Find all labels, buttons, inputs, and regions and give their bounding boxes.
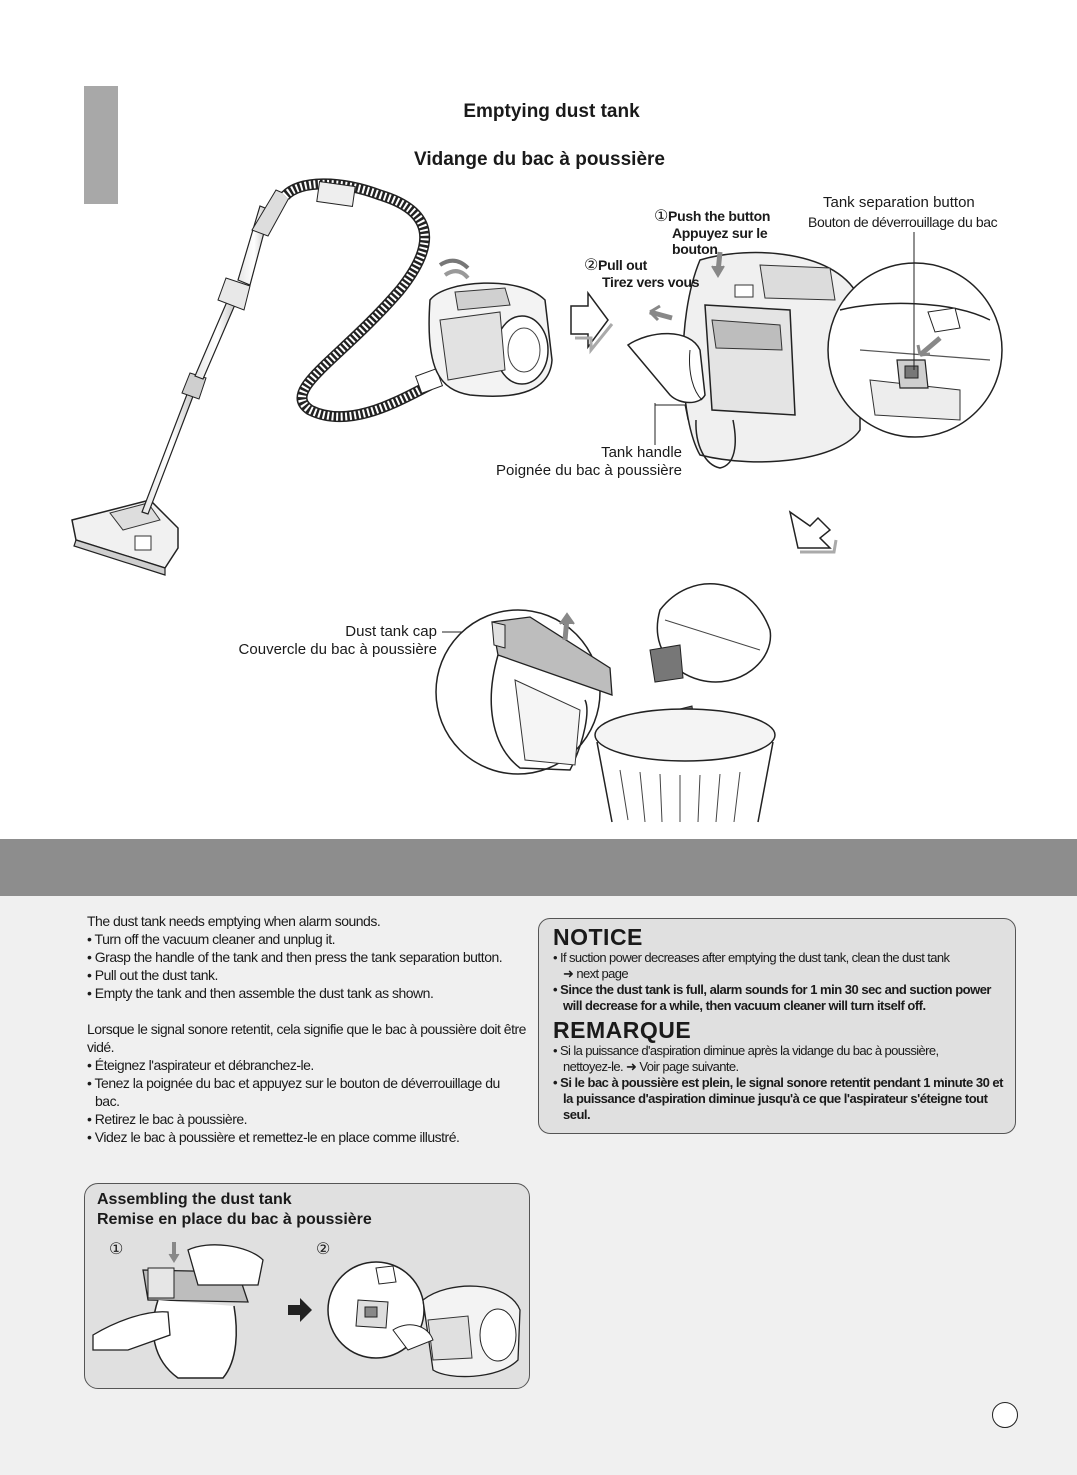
hose-illustration xyxy=(280,178,444,423)
remarque-item-1-clean: nettoyez-le. xyxy=(563,1059,624,1074)
dust-tank-cap-illustration xyxy=(435,609,613,775)
notice-box: NOTICE • If suction power decreases afte… xyxy=(538,918,1016,1134)
section-divider-band xyxy=(0,839,1077,896)
vacuum-body-illustration xyxy=(428,258,553,397)
step-2-label-en: Pull out xyxy=(598,257,647,273)
assembly-step-1-number: ① xyxy=(109,1241,124,1258)
magnified-button-detail xyxy=(827,232,1003,438)
tank-handle-label-fr: Poignée du bac à poussière xyxy=(496,462,682,479)
instructions-fr-item: • Retirez le bac à poussière. xyxy=(87,1111,248,1127)
assembly-illustration xyxy=(92,1242,521,1379)
remarque-item-1: • Si la puissance d'aspiration diminue a… xyxy=(553,1043,1005,1075)
tank-handle-label-en: Tank handle xyxy=(601,444,682,461)
instructions-fr-item: • Videz le bac à poussière et remettez-l… xyxy=(87,1129,460,1145)
notice-item-1-text: • If suction power decreases after empty… xyxy=(553,950,950,965)
assembly-step-2-number: ② xyxy=(316,1241,331,1258)
notice-heading: NOTICE xyxy=(553,924,643,950)
arrow-right-icon xyxy=(570,290,614,355)
dust-tank-cap-label-en: Dust tank cap xyxy=(345,623,437,640)
next-page-link[interactable]: next page xyxy=(576,966,629,981)
remarque-heading: REMARQUE xyxy=(553,1017,692,1043)
step-2-number: ② xyxy=(584,257,599,274)
assembly-title-en: Assembling the dust tank xyxy=(97,1191,292,1208)
arrow-right-icon: ➜ xyxy=(563,966,574,981)
arrow-right-icon xyxy=(288,1298,312,1322)
dust-tank-cap-label-fr: Couvercle du bac à poussière xyxy=(238,641,437,658)
tank-separation-label-en: Tank separation button xyxy=(823,194,975,211)
tank-separation-label-fr: Bouton de déverrouillage du bac xyxy=(808,214,998,230)
page-number-circle xyxy=(992,1402,1018,1428)
section-side-tab xyxy=(84,86,118,204)
illustration-canvas xyxy=(71,178,1003,823)
arrow-down-left-icon xyxy=(788,510,838,554)
notice-item-1: • If suction power decreases after empty… xyxy=(553,950,1005,982)
step-1-label-fr-1: Appuyez sur le xyxy=(672,225,768,241)
floor-nozzle-illustration xyxy=(71,499,179,576)
instructions-en-intro: The dust tank needs emptying when alarm … xyxy=(87,913,381,929)
assembly-step-2-illustration xyxy=(327,1261,521,1378)
trash-bin-illustration xyxy=(594,583,776,823)
instructions-en-item: • Grasp the handle of the tank and then … xyxy=(87,949,503,965)
page-title-en: Emptying dust tank xyxy=(463,101,640,122)
arrow-right-icon: ➜ xyxy=(626,1059,637,1074)
instructions-fr-intro: Lorsque le signal sonore retentit, cela … xyxy=(87,1021,526,1055)
voir-page-link[interactable]: Voir page suivante. xyxy=(639,1059,739,1074)
wand-illustration xyxy=(141,189,291,515)
assembly-title-fr: Remise en place du bac à poussière xyxy=(97,1211,372,1228)
tank-removal-illustration xyxy=(626,251,861,469)
instructions-en-item: • Pull out the dust tank. xyxy=(87,967,218,983)
remarque-item-2: • Si le bac à poussière est plein, le si… xyxy=(553,1075,1003,1122)
instructions-en-item: • Empty the tank and then assemble the d… xyxy=(87,985,434,1001)
instructions-fr-item: • Éteignez l'aspirateur et débranchez-le… xyxy=(87,1057,314,1073)
step-1-number: ① xyxy=(654,208,669,225)
notice-item-2: • Since the dust tank is full, alarm sou… xyxy=(553,982,992,1013)
step-1-label-en: Push the button xyxy=(668,208,771,224)
page-title-fr: Vidange du bac à poussière xyxy=(414,149,665,170)
step-1-label-fr-2: bouton xyxy=(672,241,718,257)
step-2-label-fr: Tirez vers vous xyxy=(602,274,700,290)
instructions-fr-item: • Tenez la poignée du bac et appuyez sur… xyxy=(87,1075,500,1109)
remarque-item-1-text: • Si la puissance d'aspiration diminue a… xyxy=(553,1043,939,1058)
instructions-block: The dust tank needs emptying when alarm … xyxy=(87,912,527,1146)
instructions-en-item: • Turn off the vacuum cleaner and unplug… xyxy=(87,931,336,947)
assembly-step-1-illustration xyxy=(92,1242,264,1379)
